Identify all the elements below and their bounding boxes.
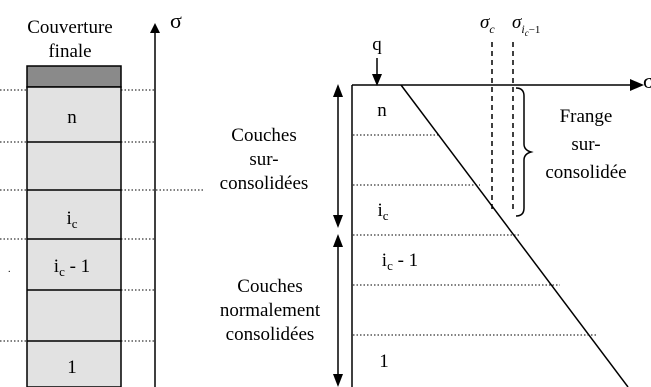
fringe-label-line3: consolidée (545, 162, 626, 183)
over-consolidated-label-line1: Couches (231, 125, 296, 146)
stress-diagram: q σ σc σic−1 Frange sur- consolidée n (351, 12, 651, 387)
cover-title-line1: Couverture (27, 17, 112, 38)
over-consolidated-fringe-brace (515, 87, 534, 217)
fringe-label-line1: Frange (560, 106, 613, 127)
layer-label-1: 1 (67, 357, 77, 378)
right-layer-label-ic-minus-1: ic - 1 (382, 250, 418, 273)
layer-label-n: n (67, 107, 77, 128)
over-arrow-head-bottom (333, 215, 343, 228)
cover-title-line2: finale (48, 41, 91, 62)
normal-arrow-head-bottom (333, 374, 343, 387)
fringe-label-line2: sur- (571, 134, 600, 155)
stress-profile-line (400, 84, 629, 387)
normal-arrow-head-top (333, 234, 343, 247)
load-q-label: q (372, 34, 382, 55)
small-tick-mark: . (8, 264, 11, 275)
sigma-ic-minus-1-label: σic−1 (512, 12, 540, 38)
normally-consolidated-label-line3: consolidées (226, 324, 315, 345)
normally-consolidated-label-line1: Couches (237, 276, 302, 297)
load-q-arrow-head (372, 74, 382, 86)
right-layer-label-1: 1 (379, 351, 389, 372)
over-consolidated-label-line3: consolidées (220, 173, 309, 194)
group-labels: Couches sur- consolidées Couches normale… (220, 84, 343, 387)
right-sigma-label: σ (643, 68, 651, 93)
right-layer-boundaries (353, 134, 598, 336)
layer-label-ic-minus-1: ic - 1 (54, 256, 90, 279)
normally-consolidated-label-line2: normalement (220, 300, 321, 321)
layer-boundaries (0, 89, 205, 342)
over-arrow-head-top (333, 84, 343, 97)
over-consolidated-label-line2: sur- (249, 149, 278, 170)
right-layer-label-n: n (377, 100, 387, 121)
layer-column (26, 86, 122, 387)
final-cover-layer (26, 65, 122, 88)
sigma-c-label: σc (480, 12, 495, 36)
soil-column: Couverture finale . n ic ic - (0, 8, 205, 387)
left-sigma-label: σ (170, 8, 182, 33)
layer-label-ic: ic (66, 208, 77, 231)
right-layer-label-ic: ic (377, 200, 388, 223)
horizontal-axis-arrow-head (630, 79, 644, 91)
